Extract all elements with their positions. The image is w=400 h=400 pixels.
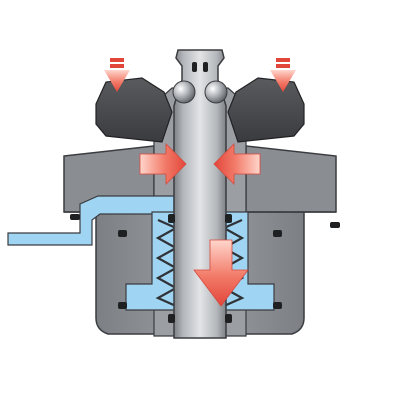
seal (225, 214, 232, 223)
arrow-radial-force-left (139, 143, 187, 185)
seal (330, 222, 340, 228)
arrow-axial-pull (193, 239, 249, 307)
steel-ball-right (204, 80, 228, 104)
seal (273, 230, 282, 237)
clamp-ring-left (95, 77, 173, 143)
seal (118, 230, 127, 237)
disc-spring-left (155, 218, 179, 308)
seal (118, 302, 127, 309)
clamp-ring-right (227, 77, 305, 143)
disc-spring-right (221, 218, 245, 308)
arrow-clamp-press-left (104, 58, 130, 92)
arrow-clamp-press-right (270, 58, 296, 92)
seal (203, 62, 208, 72)
seal (273, 302, 282, 309)
seal (168, 214, 175, 223)
seal (168, 314, 175, 323)
seal (70, 214, 80, 220)
seal (192, 62, 197, 72)
steel-ball-left (172, 80, 196, 104)
arrow-radial-force-right (213, 143, 261, 185)
seal (225, 314, 232, 323)
